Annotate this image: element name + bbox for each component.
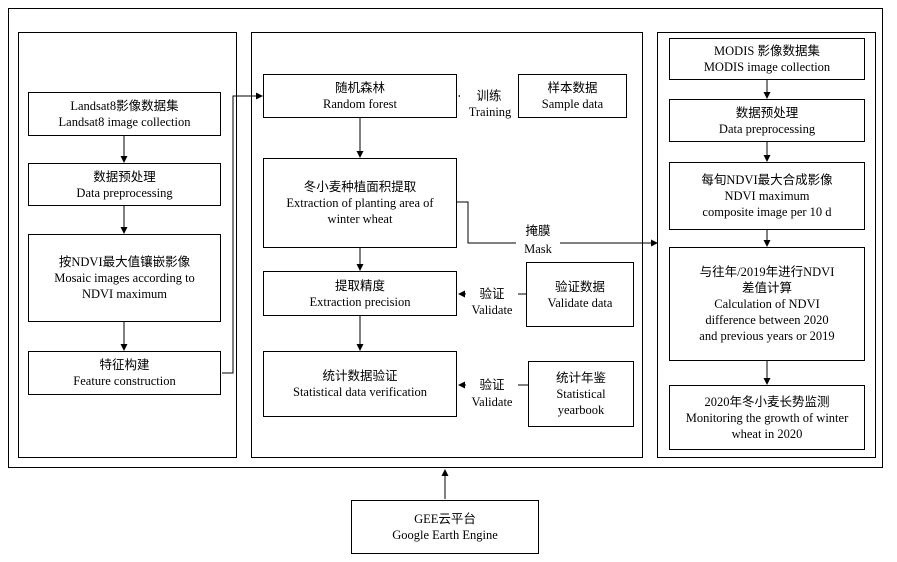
vdata-en: Validate data [547,295,613,310]
left-preprocess-box: 数据预处理 Data preprocessing [28,163,221,206]
extraction-box: 冬小麦种植面积提取 Extraction of planting area of… [263,158,457,248]
modis-box: MODIS 影像数据集 MODIS image collection [669,38,865,80]
random-forest-box: 随机森林 Random forest [263,74,457,118]
right-preprocess-en: Data preprocessing [718,121,816,136]
landsat-en: Landsat8 image collection [58,115,191,129]
mask-en: Mask [524,242,552,256]
training-en-label: Training [460,105,520,120]
yearbook-en2: yearbook [557,403,605,417]
left-preprocess-en: Data preprocessing [76,185,173,200]
feature-box: 特征构建 Feature construction [28,351,221,395]
mask-zh-label: 掩膜 [518,224,558,239]
sample-zh: 样本数据 [547,81,598,95]
validate2-zh-label: 验证 [466,378,518,393]
right-preprocess-box: 数据预处理 Data preprocessing [669,99,865,142]
rf-en: Random forest [323,97,397,111]
validate1-en: Validate [471,303,513,317]
validate-data-box: 验证数据 Validate data [526,262,634,327]
diff-en1: Calculation of NDVI [714,297,820,311]
sample-data-box: 样本数据 Sample data [518,74,627,118]
gee-zh: GEE云平台 [414,512,476,526]
left-panel [18,32,237,458]
rf-zh: 随机森林 [334,81,385,95]
composite-zh: 每旬NDVI最大合成影像 [701,173,833,187]
stat-zh: 统计数据验证 [322,369,398,383]
composite-en1: NDVI maximum [724,189,810,203]
training-zh: 训练 [476,89,502,103]
validate2-zh: 验证 [479,378,505,392]
mosaic-en1: Mosaic images according to [54,271,195,285]
feature-zh: 特征构建 [99,358,150,372]
monitor-box: 2020年冬小麦长势监测 Monitoring the growth of wi… [669,385,865,450]
gee-platform-box: GEE云平台 Google Earth Engine [351,500,539,554]
mosaic-zh: 按NDVI最大值镶嵌影像 [58,255,191,269]
validate1-en-label: Validate [462,303,522,318]
diff-zh2: 差值计算 [741,281,792,295]
training-label: 训练 [460,89,518,104]
stat-verification-box: 统计数据验证 Statistical data verification [263,351,457,417]
monitor-en1: Monitoring the growth of winter [685,410,849,425]
yearbook-en1: Statistical [556,387,606,401]
feature-en: Feature construction [73,374,176,388]
validate2-en: Validate [471,395,513,409]
diff-en2: difference between 2020 [705,313,829,327]
vdata-zh: 验证数据 [554,279,605,294]
landsat-box: Landsat8影像数据集 Landsat8 image collection [28,92,221,136]
composite-box: 每旬NDVI最大合成影像 NDVI maximum composite imag… [669,162,865,230]
mask-zh: 掩膜 [525,224,551,238]
modis-zh: MODIS 影像数据集 [714,44,820,58]
validate1-zh: 验证 [479,287,505,301]
diff-en3: and previous years or 2019 [699,329,835,343]
stat-en: Statistical data verification [293,385,427,399]
validate2-en-label: Validate [462,395,522,410]
right-preprocess-zh: 数据预处理 [735,105,799,120]
composite-en2: composite image per 10 d [702,205,832,219]
monitor-en2: wheat in 2020 [731,426,803,441]
training-en: Training [468,105,512,119]
precision-box: 提取精度 Extraction precision [263,271,457,316]
middle-panel [251,32,643,458]
modis-en: MODIS image collection [703,60,831,74]
diff-zh1: 与往年/2019年进行NDVI [699,265,835,279]
precision-en: Extraction precision [309,294,411,309]
yearbook-zh: 统计年鉴 [555,371,606,385]
ndvi-diff-box: 与往年/2019年进行NDVI 差值计算 Calculation of NDVI… [669,247,865,361]
precision-zh: 提取精度 [334,278,385,293]
extraction-en1: Extraction of planting area of [286,196,434,210]
extraction-en2: winter wheat [327,212,393,226]
outer-frame [8,8,883,468]
arrow-feature-to-rf [222,92,263,374]
validate1-zh-label: 验证 [466,287,518,302]
mosaic-en2: NDVI maximum [81,287,168,301]
extraction-zh: 冬小麦种植面积提取 [303,180,417,194]
mosaic-box: 按NDVI最大值镶嵌影像 Mosaic images according to … [28,234,221,322]
left-preprocess-zh: 数据预处理 [93,169,156,184]
mask-en-label: Mask [516,242,560,257]
yearbook-box: 统计年鉴 Statistical yearbook [528,361,634,427]
sample-en: Sample data [541,97,604,111]
monitor-zh: 2020年冬小麦长势监测 [704,394,830,409]
landsat-zh: Landsat8影像数据集 [70,99,179,113]
arrow-mask [457,201,658,247]
gee-en: Google Earth Engine [392,528,498,542]
